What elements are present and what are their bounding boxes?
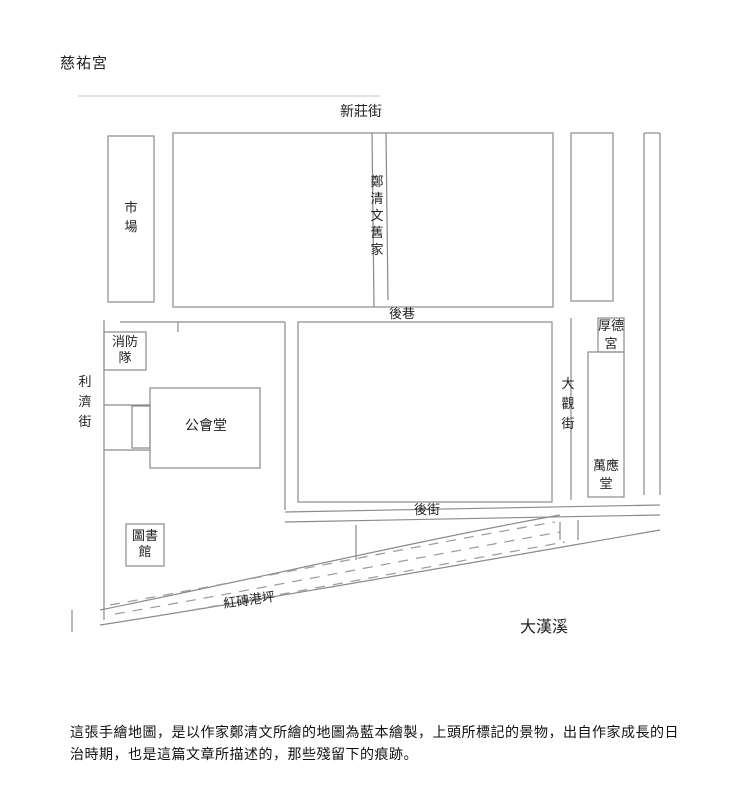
river-label: 大漢溪 [520,617,568,636]
page-title: 慈祐宮 [60,54,109,72]
street-hongzhuan: 紅磚港坪 [222,590,276,612]
library-label: 圖書館 [132,529,158,560]
central-block [297,321,553,503]
zheng-home-block [172,132,554,308]
street-xinzhuang: 新莊街 [340,104,382,120]
houde-temple-label: 厚德宮 [598,319,624,352]
street-da-guan: 大觀街 [561,377,574,432]
library-block [125,523,165,567]
caption: 這張手繪地圖，是以作家鄭清文所繪的地圖為藍本繪製，上頭所標記的景物，出自作家成長… [70,725,679,763]
fire-station-block [103,331,147,371]
zheng-home-label: 鄭清文舊家 [370,175,383,258]
street-li-ji: 利濟街 [78,375,91,430]
fire-station-label: 消防隊 [112,334,138,366]
top-right-block [570,132,614,302]
market-block [107,135,155,303]
assembly-hall-label: 公會堂 [185,418,227,434]
wanying-hall-label: 萬應堂 [593,458,619,492]
market-label: 市場 [124,200,137,235]
wanying-hall-block [587,351,625,498]
street-hou-jie: 後街 [414,503,440,518]
street-hou-xiang: 後巷 [389,307,415,322]
